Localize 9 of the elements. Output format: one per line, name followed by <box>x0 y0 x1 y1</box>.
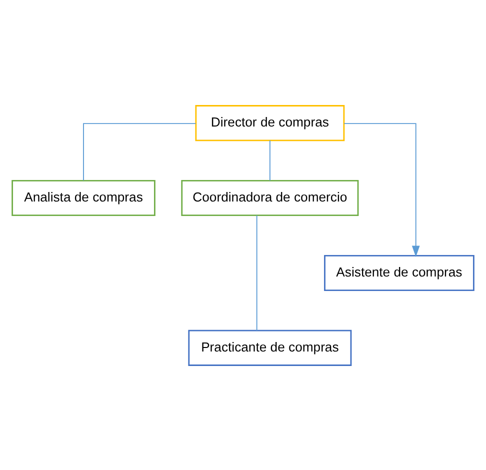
connector <box>269 139 270 180</box>
connector <box>256 214 258 331</box>
connector <box>83 122 196 180</box>
node-box: Coordinadora de comercio <box>181 180 359 216</box>
arrow <box>344 122 420 256</box>
node-box: Practicante de compras <box>188 329 352 366</box>
node-box: Asistente de compras <box>324 254 474 290</box>
node-box: Director de compras <box>195 104 345 141</box>
node-box: Analista de compras <box>12 180 156 216</box>
